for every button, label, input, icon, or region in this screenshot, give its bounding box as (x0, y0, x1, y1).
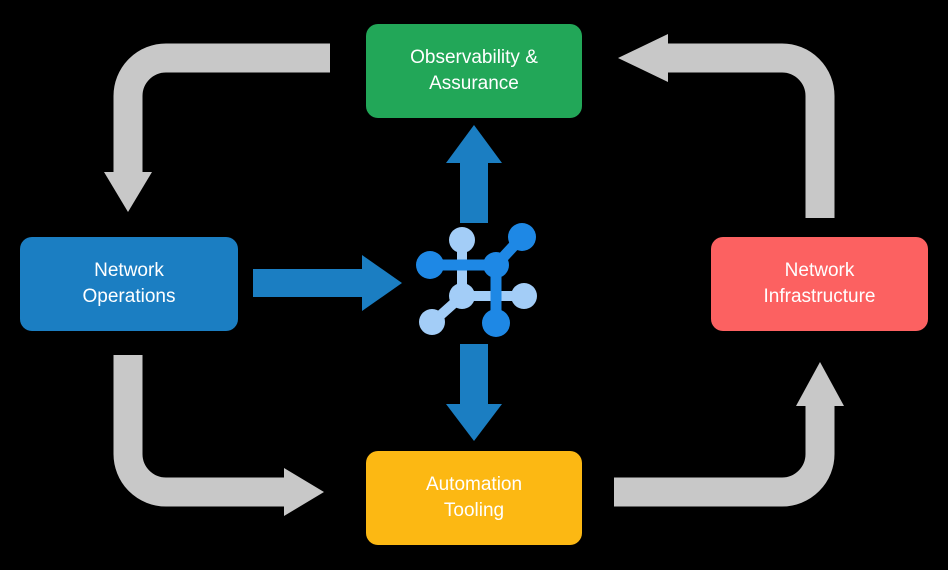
node-automation-tooling[interactable]: Automation Tooling (366, 451, 582, 545)
node-network-operations[interactable]: Network Operations (20, 237, 238, 331)
node-observability-assurance[interactable]: Observability & Assurance (366, 24, 582, 118)
network-topology-icon (416, 223, 537, 337)
gray-arrow-observability-to-network-operations (104, 43, 330, 212)
node-observability-assurance-label: Observability & Assurance (410, 46, 538, 94)
node-network-infrastructure[interactable]: Network Infrastructure (711, 237, 928, 331)
gray-arrow-network-infrastructure-to-observability (618, 34, 835, 218)
node-automation-tooling-label: Automation Tooling (425, 473, 523, 521)
node-network-infrastructure-label: Network Infrastructure (763, 259, 876, 307)
gray-arrow-network-operations-to-automation-tooling (113, 355, 324, 516)
blue-arrow-center-to-observability (446, 125, 502, 223)
blue-arrow-center-to-automation-tooling (446, 344, 502, 441)
gray-arrow-automation-tooling-to-network-infrastructure (614, 362, 844, 507)
blue-arrow-network-operations-to-center (253, 255, 402, 311)
node-network-operations-label: Network Operations (82, 259, 176, 307)
